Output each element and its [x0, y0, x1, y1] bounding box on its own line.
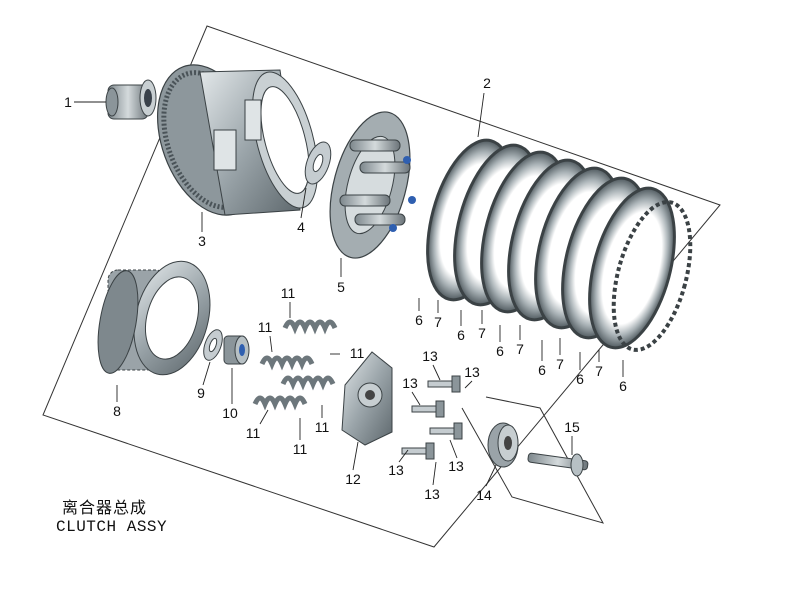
callout-6b: 6 — [457, 327, 465, 343]
callout-13c: 13 — [402, 375, 418, 391]
callout-6d: 6 — [538, 362, 546, 378]
callout-10: 10 — [222, 405, 238, 421]
callout-6f: 6 — [619, 378, 627, 394]
callout-1: 1 — [64, 94, 72, 110]
leader-lines — [74, 92, 624, 487]
callout-11c: 11 — [350, 345, 365, 361]
part-10-nut — [223, 335, 250, 365]
part-14-bearing — [487, 422, 519, 468]
callout-7d: 7 — [556, 356, 564, 372]
callout-9: 9 — [197, 385, 205, 401]
diagram-title-english: CLUTCH ASSY — [56, 518, 168, 536]
assembly-frame — [42, 25, 721, 548]
callout-3: 3 — [198, 233, 206, 249]
callout-15: 15 — [564, 419, 580, 435]
callout-8: 8 — [113, 403, 121, 419]
part-4-washer — [304, 141, 332, 185]
callout-6c: 6 — [496, 343, 504, 359]
callout-labels: 1 2 3 4 5 6 7 6 7 6 7 6 7 6 7 6 8 9 10 1… — [64, 75, 627, 503]
callout-13b: 13 — [464, 364, 480, 380]
callout-11f: 11 — [293, 441, 308, 457]
part-1-bushing — [105, 79, 157, 120]
callout-13d: 13 — [448, 458, 464, 474]
part-12-lifter-plate — [341, 351, 393, 446]
callout-4: 4 — [297, 219, 305, 235]
part-6-7-disc-stack — [426, 138, 693, 352]
part-3-clutch-housing — [156, 64, 319, 216]
callout-13a: 13 — [422, 348, 438, 364]
callout-12: 12 — [345, 471, 361, 487]
part-9-washer — [203, 329, 223, 361]
callout-11b: 11 — [258, 319, 273, 335]
callout-7a: 7 — [434, 314, 442, 330]
callout-6e: 6 — [576, 371, 584, 387]
part-8-clutch-hub — [97, 260, 211, 376]
part-5-pressure-plate — [329, 111, 416, 259]
callout-7e: 7 — [595, 363, 603, 379]
callout-7c: 7 — [516, 341, 524, 357]
callout-11d: 11 — [246, 425, 261, 441]
callout-13e: 13 — [388, 462, 404, 478]
part-11-springs — [252, 319, 338, 411]
callout-2: 2 — [483, 75, 491, 91]
part-13-bolts — [401, 375, 463, 460]
part-15-push-rod — [527, 452, 589, 477]
callout-6a: 6 — [415, 312, 423, 328]
callout-11a: 11 — [281, 285, 296, 301]
callout-14: 14 — [476, 487, 492, 503]
callout-13f: 13 — [424, 486, 440, 502]
callout-11e: 11 — [315, 419, 330, 435]
diagram-title-chinese: 离合器总成 — [62, 498, 148, 517]
callout-5: 5 — [337, 279, 345, 295]
callout-7b: 7 — [478, 325, 486, 341]
